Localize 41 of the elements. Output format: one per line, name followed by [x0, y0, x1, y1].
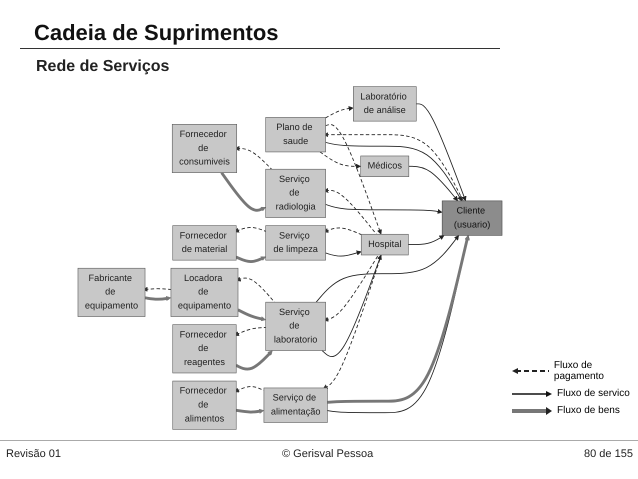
node-box: Cliente (usuario) — [442, 200, 502, 236]
node-box: Fornecedor de material — [172, 225, 236, 260]
author-credit: © Gerisval Pessoa — [282, 448, 374, 460]
arrow — [325, 250, 362, 257]
arrow — [320, 152, 361, 169]
arrow — [325, 106, 354, 118]
node-box: Médicos — [360, 156, 410, 177]
node-box: Laboratório de análise — [353, 86, 417, 122]
arrow — [236, 408, 264, 414]
arrow — [236, 256, 266, 263]
node-box: Plano de saude — [265, 117, 326, 152]
node-box: Fabricante de equipamento — [78, 268, 146, 317]
arrow — [408, 166, 458, 202]
node-box: Serviço de limpeza — [265, 225, 326, 260]
arrow — [325, 124, 382, 234]
node-box: Fornecedor de alimentos — [172, 380, 236, 430]
arrow — [316, 235, 459, 303]
legend-text: Fluxo de pagamento — [554, 360, 605, 382]
arrow — [416, 103, 466, 202]
legend-text: Fluxo de servico — [557, 388, 630, 399]
arrow — [322, 254, 382, 390]
slide-title: Cadeia de Suprimentos — [34, 20, 279, 46]
node-box: Hospital — [360, 234, 409, 256]
arrow — [322, 254, 382, 358]
arrow — [408, 235, 444, 246]
slide-subtitle: Rede de Serviços — [36, 58, 170, 76]
node-box: Fornecedor de reagentes — [172, 324, 236, 374]
page-number: 80 de 155 — [584, 448, 633, 460]
legend-text: Fluxo de bens — [557, 405, 620, 416]
node-box: Fornecedor de consumiveis — [172, 124, 237, 173]
node-box: Serviço de laboratorio — [265, 302, 326, 351]
arrow — [237, 308, 266, 322]
node-box: Serviço de radiologia — [265, 168, 326, 218]
arrow — [325, 142, 462, 202]
arrow — [220, 172, 266, 212]
arrow — [325, 204, 442, 214]
arrow — [144, 296, 172, 302]
arrow — [236, 350, 273, 371]
node-box: Locadora de equipamento — [170, 268, 238, 317]
node-box: Serviço de alimentação — [264, 388, 328, 423]
revision-text: Revisão 01 — [6, 448, 62, 460]
